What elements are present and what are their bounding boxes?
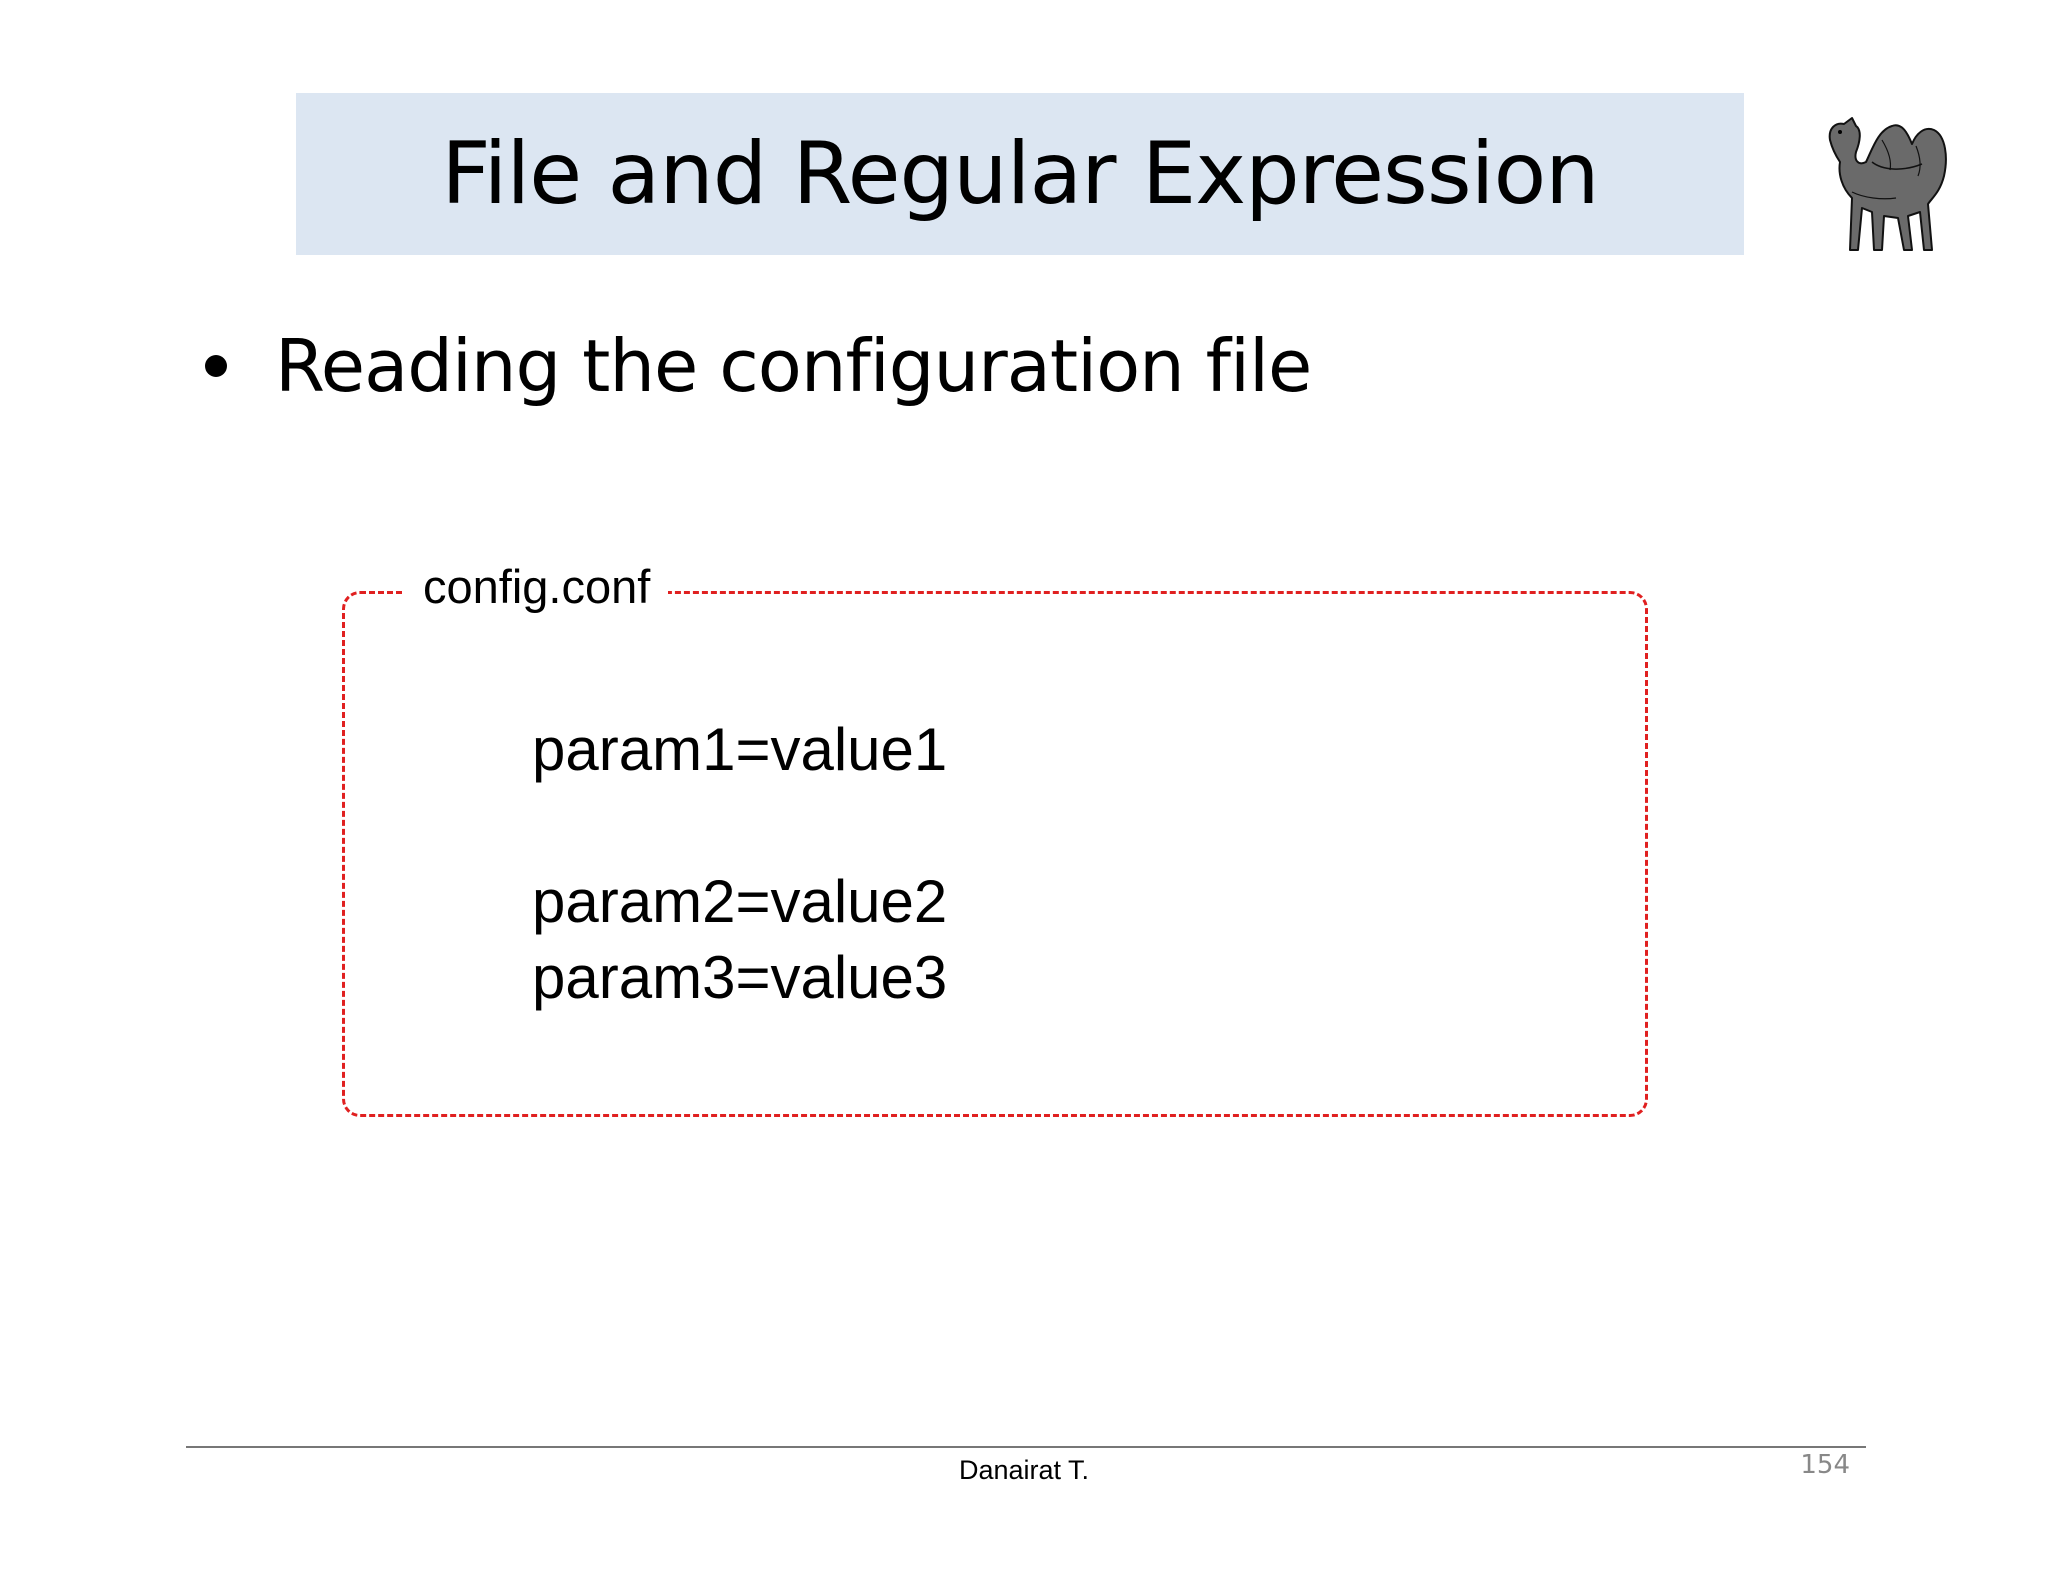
bullet-item: Reading the configuration file [205, 324, 1312, 408]
bullet-dot [205, 355, 227, 377]
file-line: param1=value1 [532, 716, 948, 783]
file-line: param3=value3 [532, 944, 948, 1011]
footer-divider [186, 1446, 1866, 1448]
bullet-text: Reading the configuration file [275, 324, 1312, 408]
file-name-label: config.conf [405, 556, 669, 618]
perl-camel-icon [1828, 117, 1947, 251]
file-content: param1=value1 param2=value2 param3=value… [532, 712, 947, 1016]
footer-author: Danairat T. [958, 1455, 1090, 1485]
file-line: param2=value2 [532, 868, 948, 935]
config-file-box [342, 591, 1648, 1117]
page-number: 154 [1800, 1450, 1850, 1480]
slide-title: File and Regular Expression [441, 124, 1599, 224]
file-line [532, 788, 947, 864]
title-bar: File and Regular Expression [296, 93, 1744, 255]
